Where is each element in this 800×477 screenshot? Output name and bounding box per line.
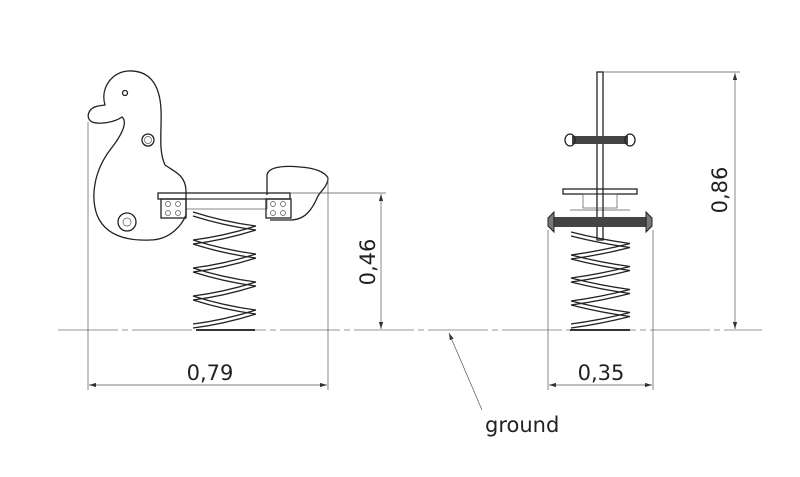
dimension-side-width: 0,79 — [87, 122, 329, 390]
duck-eye — [121, 89, 129, 97]
side-view-duck — [87, 70, 329, 331]
duck-body-outline — [87, 70, 187, 241]
dimension-total-height: 0,86 — [603, 71, 740, 329]
upper-handle — [564, 133, 636, 147]
ground-leader — [448, 332, 483, 411]
dimension-front-width: 0,35 — [547, 230, 654, 390]
spring-coil — [192, 211, 257, 325]
seat-bracket-front — [582, 193, 618, 209]
dimension-label-side-width: 0,79 — [187, 361, 234, 385]
spring-coil — [192, 215, 257, 329]
spring-coil — [570, 235, 631, 329]
body-panel-pole — [596, 71, 604, 241]
bolt-block-rear — [265, 198, 292, 219]
dimension-label-total-height: 0,86 — [708, 167, 732, 214]
footrest-hole — [117, 212, 137, 232]
seat-underplate — [185, 198, 268, 210]
handle-hole — [141, 133, 155, 147]
ground-label: ground — [485, 413, 559, 437]
footrest-hole-inner — [122, 217, 132, 227]
spring-front — [570, 231, 631, 329]
lower-handle-footrest — [547, 210, 653, 234]
spring-side — [192, 211, 257, 329]
dimension-label-seat-height: 0,46 — [356, 239, 380, 286]
front-view — [547, 71, 653, 331]
seat-plate — [157, 192, 291, 200]
handle-hole-inner — [144, 136, 152, 144]
bolt-block-front — [160, 198, 187, 219]
dimension-label-front-width: 0,35 — [578, 361, 625, 385]
spring-coil — [570, 231, 631, 325]
seat-plate-front — [562, 188, 638, 195]
dimension-seat-height: 0,46 — [290, 192, 386, 329]
